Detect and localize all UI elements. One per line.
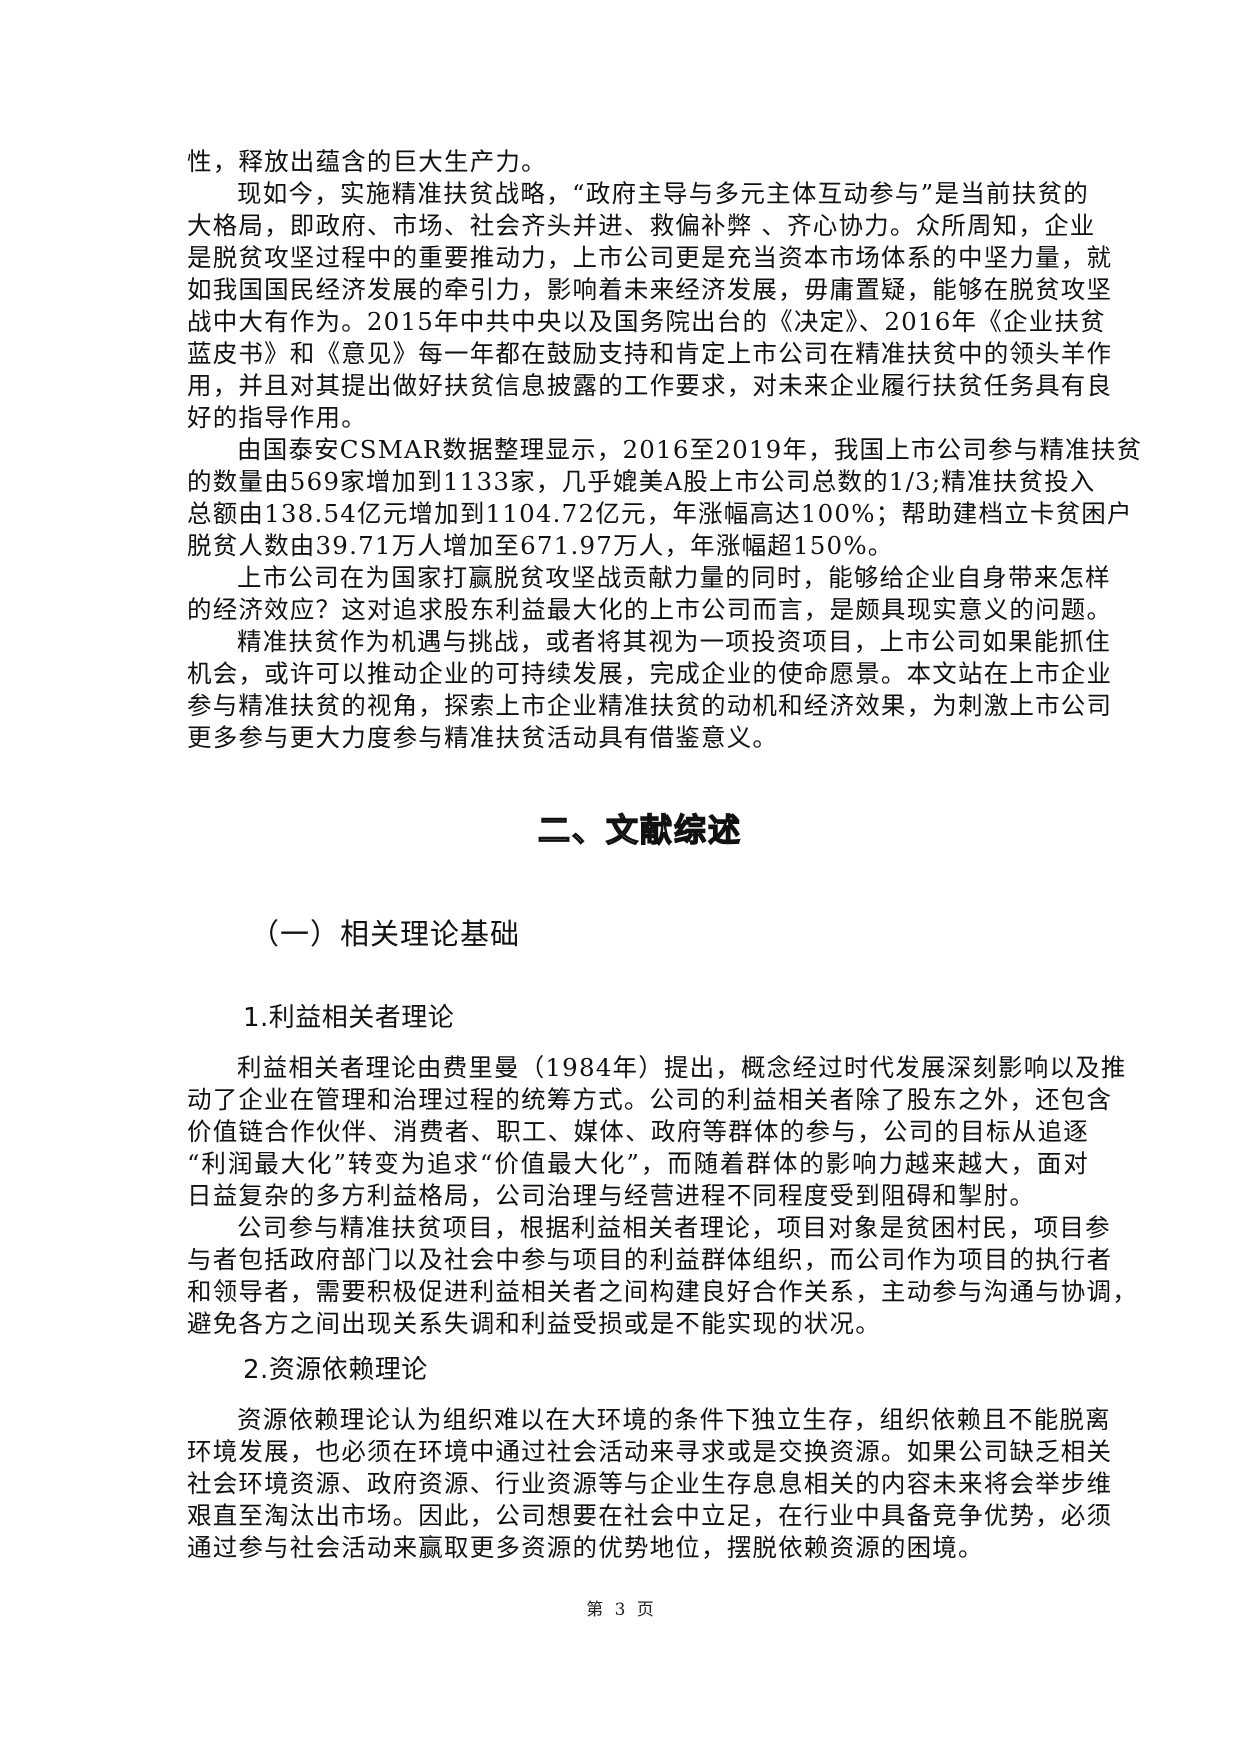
paragraph-line: 和领导者，需要积极促进利益相关者之间构建良好合作关系，主动参与沟通与协调， bbox=[187, 1277, 1138, 1306]
paragraph-line: 利益相关者理论由费里曼（1984年）提出，概念经过时代发展深刻影响以及推 bbox=[237, 1053, 1127, 1082]
page-number: 第 3 页 bbox=[586, 1600, 654, 1620]
paragraph-line: 性，释放出蕴含的巨大生产力。 bbox=[187, 147, 547, 176]
paragraph-line: 动了企业在管理和治理过程的统筹方式。公司的利益相关者除了股东之外，还包含 bbox=[187, 1085, 1113, 1114]
paragraph-line: 用，并且对其提出做好扶贫信息披露的工作要求，对未来企业履行扶贫任务具有良 bbox=[187, 371, 1113, 400]
paragraph-line: “利润最大化”转变为追求“价值最大化”，而随着群体的影响力越来越大，面对 bbox=[187, 1149, 1089, 1178]
paragraph-line: 机会，或许可以推动企业的可持续发展，完成企业的使命愿景。本文站在上市企业 bbox=[187, 659, 1113, 688]
paragraph-line: 避免各方之间出现关系失调和利益受损或是不能实现的状况。 bbox=[187, 1309, 881, 1338]
subsection-heading: （一）相关理论基础 bbox=[250, 917, 521, 951]
paragraph-line: 战中大有作为。2015年中共中央以及国务院出台的《决定》、2016年《企业扶贫 bbox=[187, 307, 1106, 336]
paragraph-line: 通过参与社会活动来赢取更多资源的优势地位，摆脱依赖资源的困境。 bbox=[187, 1533, 984, 1562]
paragraph-line: 是脱贫攻坚过程中的重要推动力，上市公司更是充当资本市场体系的中坚力量，就 bbox=[187, 243, 1113, 272]
paragraph-line: 艰直至淘汰出市场。因此，公司想要在社会中立足，在行业中具备竞争优势，必须 bbox=[187, 1501, 1113, 1530]
paragraph-line: 大格局，即政府、市场、社会齐头并进、救偏补弊 、齐心协力。众所周知，企业 bbox=[187, 211, 1096, 240]
paragraph-line: 资源依赖理论认为组织难以在大环境的条件下独立生存，组织依赖且不能脱离 bbox=[237, 1405, 1111, 1434]
paragraph-line: 精准扶贫作为机遇与挑战，或者将其视为一项投资项目，上市公司如果能抓住 bbox=[237, 627, 1111, 656]
paragraph-line: 价值链合作伙伴、消费者、职工、媒体、政府等群体的参与，公司的目标从追逐 bbox=[187, 1117, 1089, 1146]
theory-heading-stakeholder: 1.利益相关者理论 bbox=[243, 1003, 455, 1033]
paragraph-line: 脱贫人数由39.71万人增加至671.97万人，年涨幅超150%。 bbox=[187, 531, 894, 560]
paragraph-line: 社会环境资源、政府资源、行业资源等与企业生存息息相关的内容未来将会举步维 bbox=[187, 1469, 1113, 1498]
paragraph-line: 参与精准扶贫的视角，探索上市企业精准扶贫的动机和经济效果，为刺激上市公司 bbox=[187, 691, 1113, 720]
paragraph-line: 由国泰安CSMAR数据整理显示，2016至2019年，我国上市公司参与精准扶贫 bbox=[237, 435, 1143, 464]
paragraph-line: 与者包括政府部门以及社会中参与项目的利益群体组织，而公司作为项目的执行者 bbox=[187, 1245, 1113, 1274]
paragraph-line: 更多参与更大力度参与精准扶贫活动具有借鉴意义。 bbox=[187, 723, 779, 752]
paragraph-line: 环境发展，也必须在环境中通过社会活动来寻求或是交换资源。如果公司缺乏相关 bbox=[187, 1437, 1113, 1466]
paragraph-line: 总额由138.54亿元增加到1104.72亿元，年涨幅高达100%；帮助建档立卡… bbox=[187, 499, 1133, 528]
paragraph-line: 现如今，实施精准扶贫战略，“政府主导与多元主体互动参与”是当前扶贫的 bbox=[237, 179, 1089, 208]
paragraph-line: 的数量由569家增加到1133家，几乎媲美A股上市公司总数的1/3;精准扶贫投入 bbox=[187, 467, 1096, 496]
paragraph-line: 蓝皮书》和《意见》每一年都在鼓励支持和肯定上市公司在精准扶贫中的领头羊作 bbox=[187, 339, 1113, 368]
paragraph-line: 好的指导作用。 bbox=[187, 403, 367, 432]
paragraph-line: 上市公司在为国家打赢脱贫攻坚战贡献力量的同时，能够给企业自身带来怎样 bbox=[237, 563, 1111, 592]
paragraph-line: 的经济效应？这对追求股东利益最大化的上市公司而言，是颇具现实意义的问题。 bbox=[187, 595, 1113, 624]
paragraph-line: 如我国国民经济发展的牵引力，影响着未来经济发展，毋庸置疑，能够在脱贫攻坚 bbox=[187, 275, 1113, 304]
paragraph-line: 日益复杂的多方利益格局，公司治理与经营进程不同程度受到阻碍和掣肘。 bbox=[187, 1181, 1036, 1210]
paragraph-line: 公司参与精准扶贫项目，根据利益相关者理论，项目对象是贫困村民，项目参 bbox=[237, 1213, 1111, 1242]
theory-heading-resource-dependence: 2.资源依赖理论 bbox=[243, 1355, 428, 1385]
section-heading: 二、文献综述 bbox=[537, 810, 742, 849]
